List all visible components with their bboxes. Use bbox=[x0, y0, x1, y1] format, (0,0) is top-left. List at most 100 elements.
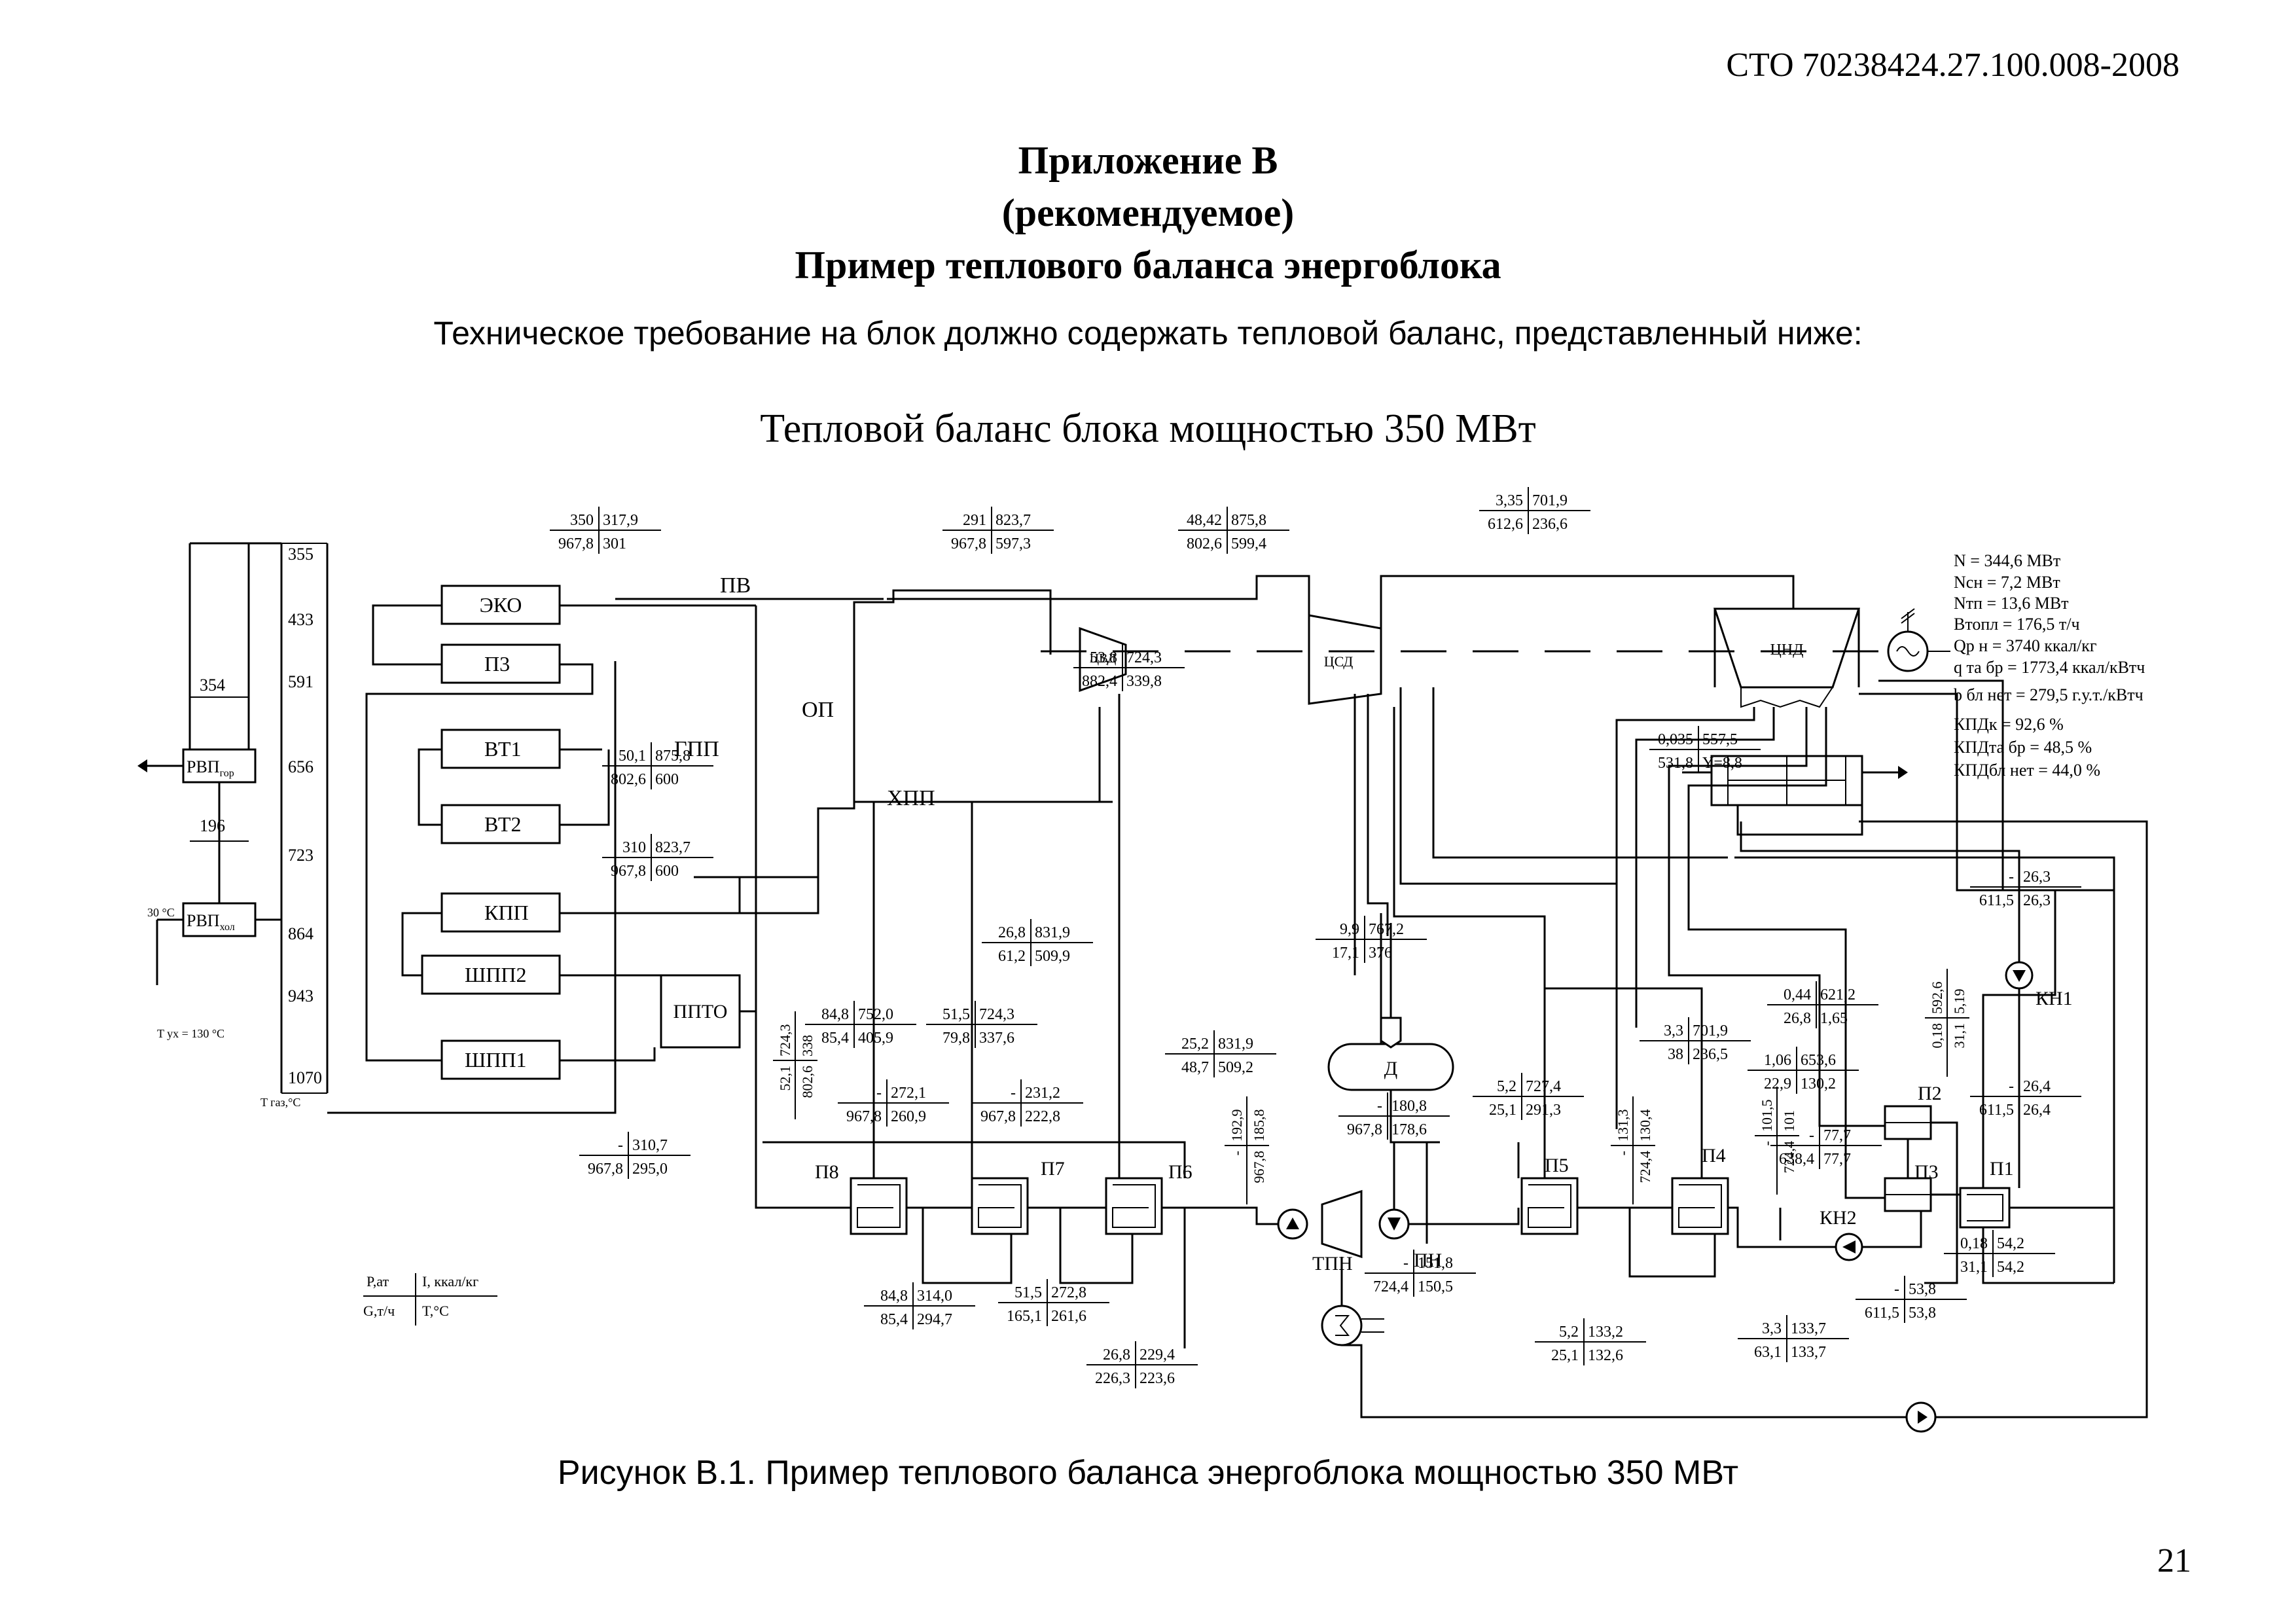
param-value: 53,8 bbox=[1090, 649, 1117, 666]
air-temp-354: 354 bbox=[200, 676, 225, 695]
param-value: 51,5 bbox=[942, 1006, 970, 1023]
gas-temp-label: T газ,°C bbox=[260, 1096, 300, 1109]
param-value: 724,4 bbox=[1637, 1151, 1653, 1183]
param-value: 131,3 bbox=[1615, 1110, 1631, 1142]
summary-block: N = 344,6 МВт Nсн = 7,2 МВт Nтп = 13,6 М… bbox=[1954, 551, 2145, 780]
param-value: 26,3 bbox=[2023, 892, 2051, 909]
cvd-label: ЦВД bbox=[1090, 651, 1117, 666]
gas-temp-2: 433 bbox=[288, 610, 314, 629]
appendix-subtitle: (рекомендуемое) bbox=[1001, 191, 1295, 234]
rvp-hol-box bbox=[182, 902, 257, 937]
param-value: 178,6 bbox=[1391, 1121, 1427, 1138]
param-value: 25,1 bbox=[1551, 1347, 1579, 1364]
param-value: 831,9 bbox=[1035, 924, 1070, 941]
p7-box bbox=[971, 1177, 1029, 1235]
document-code: СТО 70238424.27.100.008-2008 bbox=[1726, 46, 2179, 84]
param-value: 638,4 bbox=[1779, 1151, 1814, 1168]
hp-heaters: П8 П7 П6 bbox=[762, 1141, 1230, 1348]
op-label: ОП bbox=[802, 698, 834, 722]
param-value: 54,2 bbox=[1997, 1259, 2024, 1276]
param-value: 611,5 bbox=[1979, 1102, 2014, 1119]
param-value: 5,2 bbox=[1559, 1324, 1579, 1341]
param-value: 405,9 bbox=[858, 1030, 893, 1047]
param-value: 823,7 bbox=[996, 512, 1031, 529]
gas-temp-7: 943 bbox=[288, 986, 314, 1005]
param-value: 185,8 bbox=[1251, 1110, 1267, 1142]
param-value: 151,8 bbox=[1418, 1255, 1453, 1272]
air-temp-30: 30 °C bbox=[147, 906, 175, 919]
deaerator-label: Д bbox=[1384, 1058, 1397, 1079]
param-value: 101,5 bbox=[1759, 1100, 1775, 1132]
summary-line-7: b бл нет = 279,5 г.у.т./кВтч bbox=[1954, 685, 2144, 704]
summary-line-9: КПДта бр = 48,5 % bbox=[1954, 738, 2092, 757]
param-value: 653,6 bbox=[1801, 1052, 1836, 1069]
param-value: 557,5 bbox=[1702, 731, 1738, 748]
summary-line-4: Втопл = 176,5 т/ч bbox=[1954, 615, 2080, 634]
param-value: 724,3 bbox=[1126, 649, 1162, 666]
condenser bbox=[1682, 755, 1908, 836]
eko-label: ЭКО bbox=[480, 593, 522, 617]
deaerator-group: Д ТПН ПН bbox=[1230, 820, 2148, 1433]
param-value: 63,1 bbox=[1754, 1344, 1782, 1361]
param-value: 724,3 bbox=[979, 1006, 1014, 1023]
param-value: 509,9 bbox=[1035, 948, 1070, 965]
param-value: 133,7 bbox=[1791, 1320, 1826, 1337]
param-value: 192,9 bbox=[1229, 1110, 1245, 1142]
param-value: 724,3 bbox=[777, 1024, 793, 1057]
hpp-label: ХПП bbox=[887, 786, 935, 810]
param-value: 26,3 bbox=[2023, 869, 2051, 886]
param-value: - bbox=[1403, 1255, 1408, 1272]
param-value: - bbox=[1759, 1141, 1775, 1146]
param-value: - bbox=[1377, 1098, 1382, 1115]
pn-label: ПН bbox=[1414, 1250, 1442, 1271]
rvp-gor-box bbox=[182, 748, 257, 784]
vt1-label: ВТ1 bbox=[484, 737, 521, 761]
param-value: 802,6 bbox=[611, 771, 646, 788]
gas-temp-8: 1070 bbox=[288, 1068, 322, 1087]
param-value: 84,8 bbox=[880, 1288, 908, 1305]
param-value: 802,6 bbox=[799, 1066, 816, 1098]
param-value: 130,4 bbox=[1637, 1110, 1653, 1142]
param-value: 5,19 bbox=[1951, 989, 1967, 1015]
param-value: 701,9 bbox=[1532, 492, 1568, 509]
tpn-label: ТПН bbox=[1312, 1253, 1353, 1274]
param-value: 967,8 bbox=[558, 535, 594, 552]
param-value: 882,4 bbox=[1082, 673, 1117, 690]
rvp-gor-label: РВПгор bbox=[187, 757, 234, 779]
p4-box bbox=[1671, 1177, 1729, 1235]
param-value: 376 bbox=[1369, 945, 1392, 962]
param-value: 317,9 bbox=[603, 512, 638, 529]
param-value: 26,8 bbox=[1103, 1346, 1130, 1363]
requirement-text: Техническое требование на блок должно со… bbox=[433, 315, 1863, 352]
param-value: 26,8 bbox=[998, 924, 1026, 941]
vt2-box bbox=[440, 804, 561, 844]
summary-line-6: q та бр = 1773,4 ккал/кВтч bbox=[1954, 658, 2145, 677]
param-value: 51,5 bbox=[1014, 1284, 1042, 1301]
p6-box bbox=[1105, 1177, 1163, 1235]
param-value: 25,2 bbox=[1181, 1036, 1209, 1053]
param-value: 236,5 bbox=[1693, 1046, 1728, 1063]
param-value: 3,35 bbox=[1496, 492, 1523, 509]
param-value: 17,1 bbox=[1332, 945, 1359, 962]
param-value: - bbox=[876, 1085, 882, 1102]
param-value: 133,2 bbox=[1588, 1324, 1623, 1341]
shpp1-label: ШПП1 bbox=[465, 1048, 527, 1072]
param-value: - bbox=[1894, 1281, 1899, 1298]
gpp-label: ГПП bbox=[674, 737, 719, 761]
param-value: 85,4 bbox=[880, 1311, 908, 1328]
